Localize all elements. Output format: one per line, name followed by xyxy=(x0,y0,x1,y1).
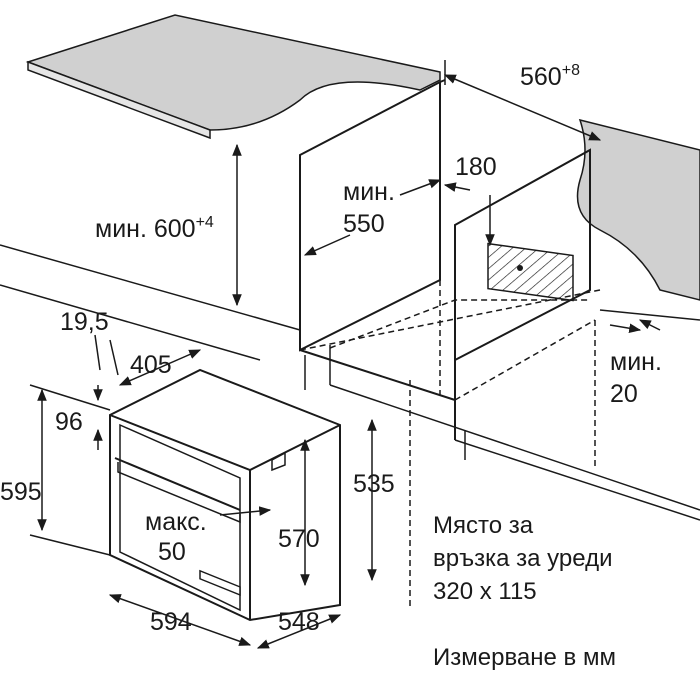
max-label: макс. xyxy=(145,508,207,536)
floor-lines xyxy=(0,244,700,521)
front-offset-label: 19,5 xyxy=(60,308,109,336)
inner-height-label: 535 xyxy=(353,470,395,498)
right-cabinet-panel xyxy=(454,148,591,460)
connection-note-line2: връзка за уреди xyxy=(433,545,612,572)
min-gap-value: 20 xyxy=(610,380,638,408)
countertop-left xyxy=(25,14,441,140)
min-depth-value: 550 xyxy=(343,210,385,238)
body-height-label: 570 xyxy=(278,525,320,553)
socket-icon xyxy=(517,265,523,271)
oven xyxy=(109,368,341,622)
min-height-label: мин. 600+4 xyxy=(95,214,214,243)
connection-note-line1: Място за xyxy=(433,512,534,539)
min-depth-label: мин. xyxy=(343,178,395,206)
width-niche-label: 560+8 xyxy=(520,62,580,91)
top-depth-label: 405 xyxy=(130,351,172,379)
total-height-label: 595 xyxy=(0,478,42,506)
oven-handle xyxy=(199,569,241,597)
max-value: 50 xyxy=(158,538,186,566)
total-depth-label: 548 xyxy=(278,608,320,636)
connection-area xyxy=(487,242,574,302)
units-note: Измерване в мм xyxy=(433,644,616,671)
connection-note-line3: 320 x 115 xyxy=(433,578,537,605)
dimension-lines xyxy=(29,60,661,649)
countertop-right xyxy=(576,118,700,301)
socket-offset-label: 180 xyxy=(455,153,497,181)
top-gap-label: 96 xyxy=(55,408,83,436)
niche-floor xyxy=(299,270,601,610)
total-width-label: 594 xyxy=(150,608,192,636)
min-gap-label: мин. xyxy=(610,348,662,376)
